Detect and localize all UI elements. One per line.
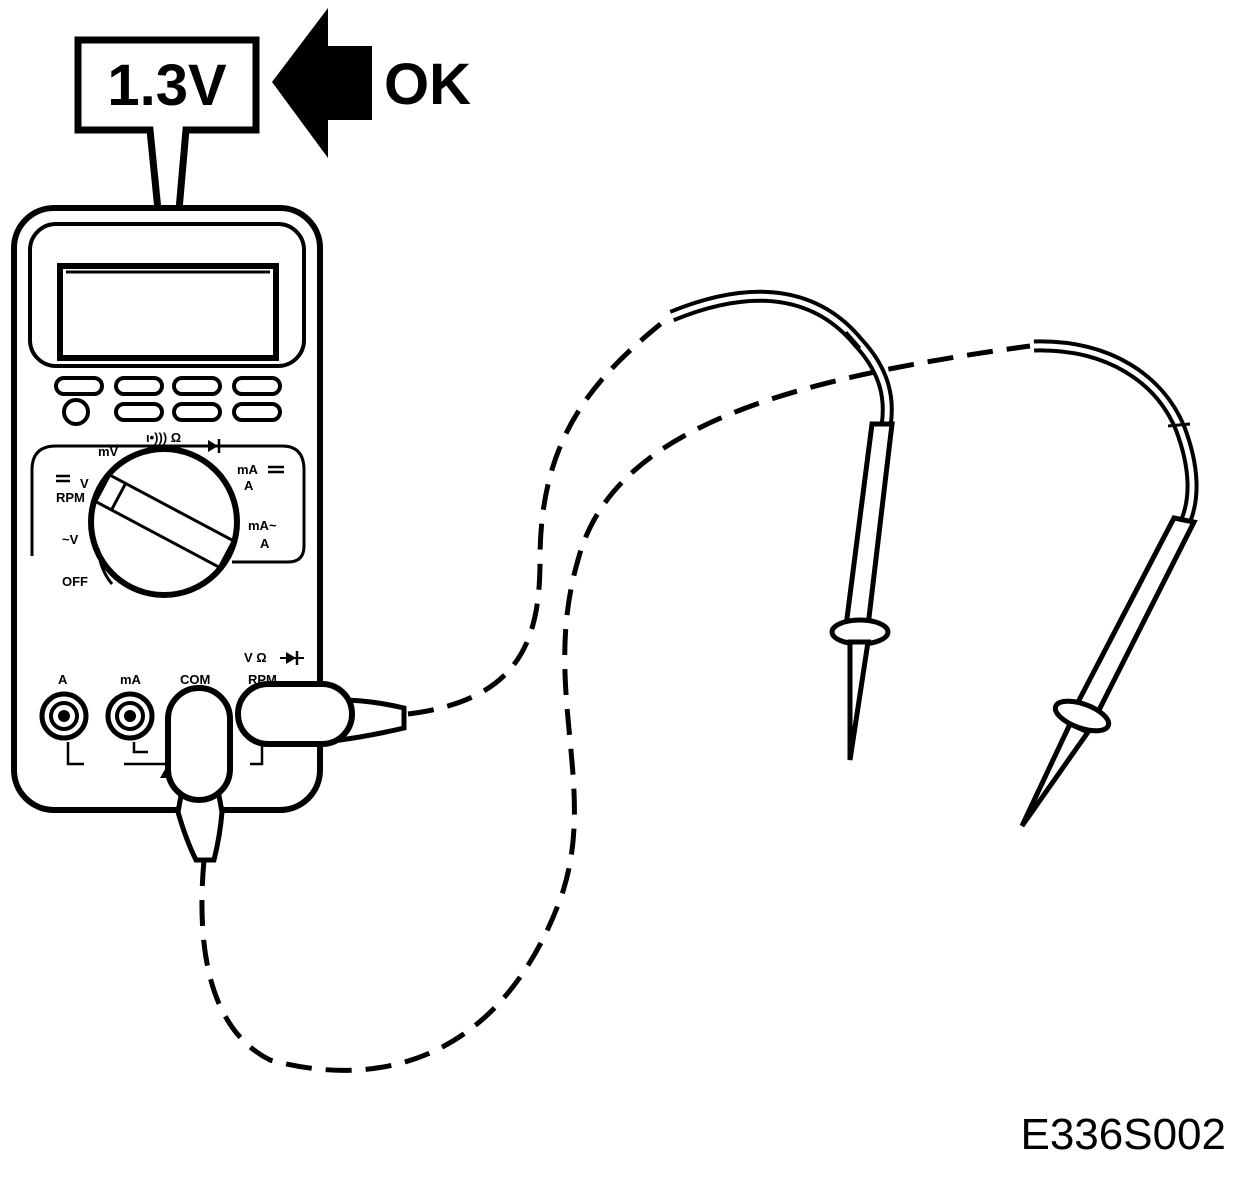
dial-label-ac-a: A bbox=[260, 536, 270, 551]
jack-label-com: COM bbox=[180, 672, 210, 687]
jack-labels: A mA COM V Ω RPM bbox=[58, 650, 304, 687]
meter-button[interactable] bbox=[232, 376, 282, 396]
voltage-reading: 1.3V bbox=[107, 53, 227, 118]
red-test-lead bbox=[235, 289, 895, 761]
dial-panel bbox=[30, 444, 306, 564]
dial-label-dc-v: V bbox=[80, 476, 89, 491]
dc-symbol-icon bbox=[56, 474, 70, 483]
dial-label-mv: mV bbox=[98, 444, 119, 459]
meter-button[interactable] bbox=[54, 376, 104, 396]
dial-label-ac-ma: mA~ bbox=[248, 518, 277, 533]
meter-bezel bbox=[28, 222, 306, 368]
meter-button[interactable] bbox=[232, 402, 282, 422]
diode-icon bbox=[202, 439, 226, 453]
jack-label-ma: mA bbox=[120, 672, 142, 687]
off-arc bbox=[96, 547, 114, 585]
dial-labels: mV ı•))) Ω V RPM ~V OFF mA A mA~ A bbox=[56, 430, 284, 589]
dial-label-dc-ma: mA bbox=[237, 462, 259, 477]
selector-knob-bar bbox=[93, 472, 236, 570]
dial-label-ohm: ı•))) Ω bbox=[146, 430, 181, 445]
jack-label-a: A bbox=[58, 672, 68, 687]
plug-vohm[interactable] bbox=[235, 681, 355, 747]
jack-ma[interactable] bbox=[105, 691, 168, 766]
dial-label-dc-a: A bbox=[244, 478, 254, 493]
button-row-bottom bbox=[62, 398, 282, 426]
probe-right-1[interactable] bbox=[829, 421, 895, 761]
lcd-display bbox=[57, 263, 279, 361]
meter-button[interactable] bbox=[114, 402, 164, 422]
power-button[interactable] bbox=[62, 398, 90, 426]
left-arrow-icon bbox=[272, 8, 372, 158]
figure-id: E336S002 bbox=[1020, 1110, 1226, 1159]
button-row-top bbox=[54, 376, 282, 396]
dial-label-off: OFF bbox=[62, 574, 88, 589]
dial-label-rpm: RPM bbox=[56, 490, 85, 505]
plug-com[interactable] bbox=[165, 685, 233, 803]
multimeter: mV ı•))) Ω V RPM ~V OFF mA A mA~ A bbox=[11, 205, 323, 813]
meter-button[interactable] bbox=[172, 376, 222, 396]
meter-button[interactable] bbox=[172, 402, 222, 422]
ok-indicator: OK bbox=[272, 8, 471, 158]
reading-callout: 1.3V bbox=[74, 36, 260, 294]
diode-icon bbox=[280, 651, 304, 665]
ok-label: OK bbox=[384, 52, 471, 117]
probe-right-2[interactable] bbox=[1019, 515, 1198, 828]
jack-a[interactable] bbox=[39, 691, 89, 766]
jack-label-v-ohm: V Ω bbox=[244, 650, 267, 665]
dial-label-ac-v: ~V bbox=[62, 532, 79, 547]
black-test-lead bbox=[165, 339, 1199, 1073]
meter-button[interactable] bbox=[114, 376, 164, 396]
dc-symbol-icon bbox=[268, 465, 284, 474]
